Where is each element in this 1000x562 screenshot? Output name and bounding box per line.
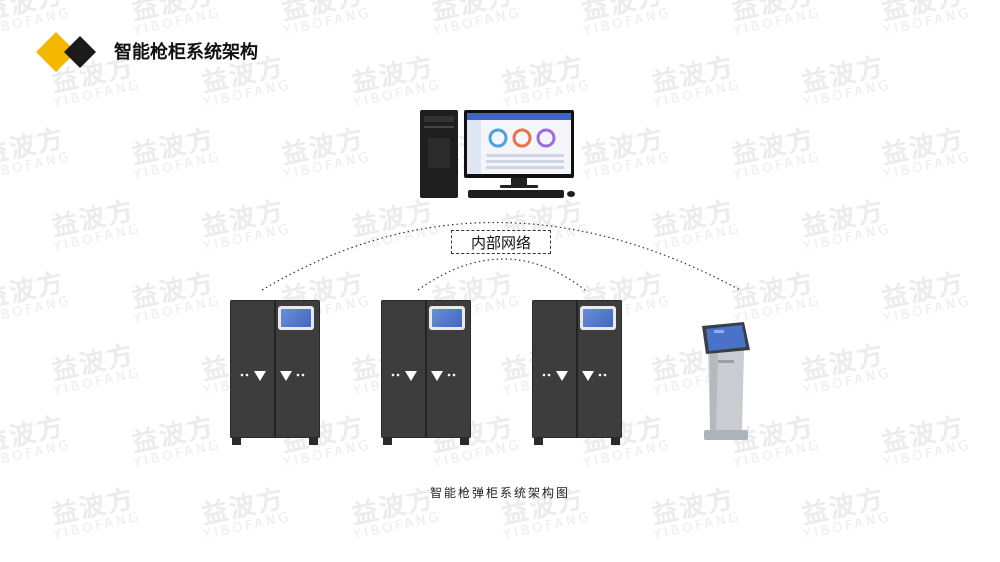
page-title: 智能枪柜系统架构 — [114, 42, 258, 63]
cabinet-handles — [542, 371, 607, 381]
mouse — [567, 191, 575, 197]
cabinet-handles — [240, 371, 305, 381]
gun-cabinet-1 — [230, 300, 320, 445]
self-service-kiosk — [702, 322, 750, 440]
cabinet-touchscreen — [278, 306, 314, 330]
cabinet-handles — [391, 371, 456, 381]
internal-network-label: 内部网络 — [451, 230, 551, 254]
inner-network-arc — [417, 258, 586, 291]
diagram-caption: 智能枪弹柜系统架构图 — [429, 486, 570, 500]
gun-cabinet-3 — [532, 300, 622, 445]
logo-diamond-icon — [36, 32, 96, 72]
cabinet-touchscreen — [429, 306, 465, 330]
cabinet-touchscreen — [580, 306, 616, 330]
server-computer — [420, 110, 575, 198]
keyboard — [468, 190, 564, 198]
gun-cabinet-2 — [381, 300, 471, 445]
